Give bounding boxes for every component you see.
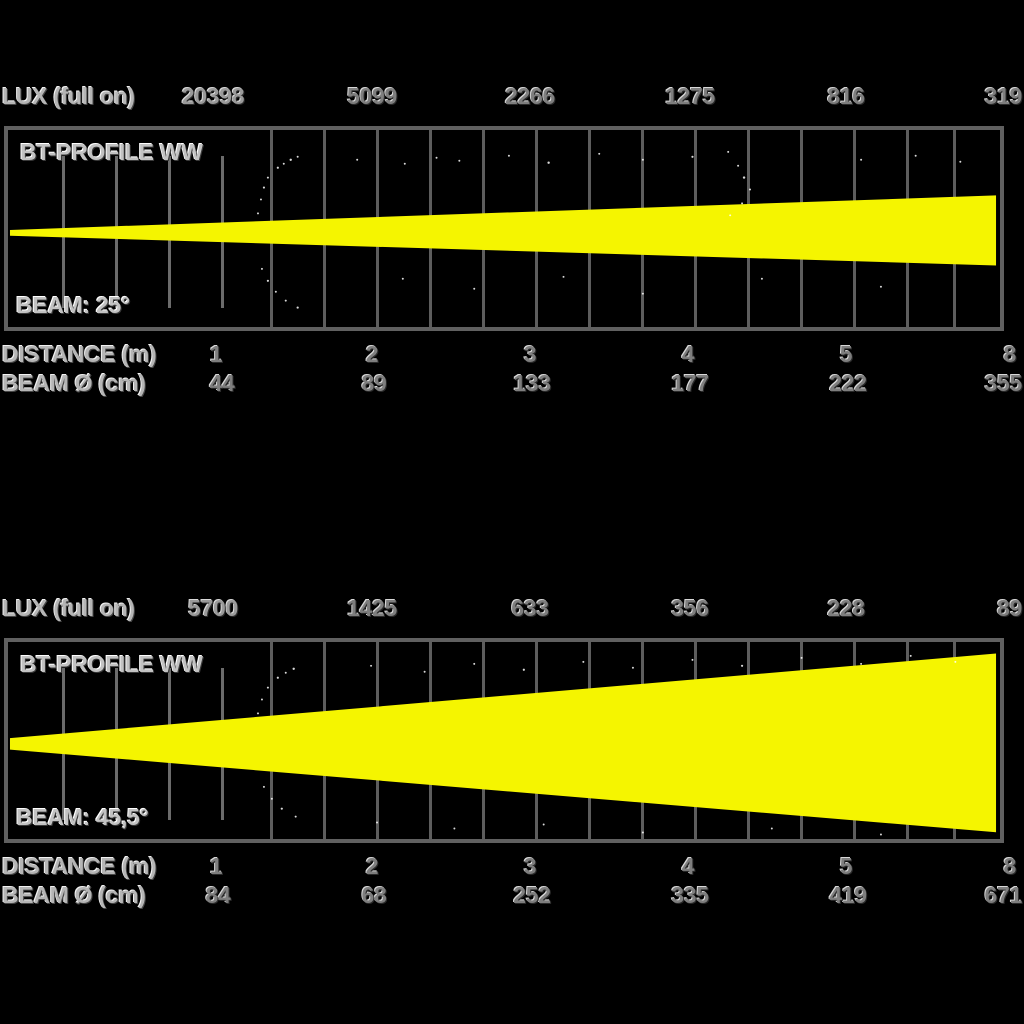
beam-diameter-value-8: 671 [984,882,1023,908]
beam-diameter-row: BEAM Ø (cm) 84 68 252 335 419 671 [0,882,1024,912]
distance-value-4: 4 [681,341,695,367]
lux-value-8m: 89 [997,595,1022,621]
beam-cone-25deg [9,195,997,266]
beam-diameter-row: BEAM Ø (cm) 44 89 133 177 222 355 [0,370,1024,400]
distance-value-5: 5 [839,341,853,367]
beam-diameter-value-2: 89 [361,370,387,396]
distance-value-8: 8 [1003,341,1017,367]
lux-value-5m: 816 [827,83,865,109]
lux-row-label: LUX (full on) [2,595,135,621]
distance-row: DISTANCE (m) 1 2 3 4 5 8 [0,341,1024,371]
lux-value-8m: 319 [984,83,1023,109]
lux-value-4m: 356 [671,595,709,621]
beam-diameter-value-4: 177 [671,370,709,396]
beam-cone-455deg [9,653,997,833]
beam-diameter-value-4: 335 [671,882,709,908]
distance-value-2: 2 [365,853,379,879]
distance-value-4: 4 [681,853,695,879]
model-caption: BT-PROFILE WW [20,651,203,677]
lux-value-3m: 2266 [505,83,555,109]
distance-row: DISTANCE (m) 1 2 3 4 5 8 [0,853,1024,883]
beam-angle-caption: BEAM: 45,5° [16,804,149,830]
beam-diameter-value-5: 222 [829,370,867,396]
beam-diameter-value-3: 133 [513,370,551,396]
lux-value-5m: 228 [827,595,865,621]
beam-plot-frame: BT-PROFILE WW BEAM: 45,5° [4,638,1004,843]
distance-value-1: 1 [209,853,223,879]
distance-value-2: 2 [365,341,379,367]
distance-value-8: 8 [1003,853,1017,879]
beam-diameter-value-8: 355 [984,370,1023,396]
beam-diameter-value-3: 252 [513,882,551,908]
beam-diameter-value-5: 419 [829,882,867,908]
beam-diameter-row-label: BEAM Ø (cm) [2,882,146,908]
lux-value-3m: 633 [511,595,549,621]
lux-value-1m: 20398 [181,83,245,109]
lux-row: LUX (full on) 5700 1425 633 356 228 89 [0,595,1024,625]
distance-value-5: 5 [839,853,853,879]
distance-value-3: 3 [523,341,537,367]
lux-value-4m: 1275 [665,83,715,109]
lux-value-1m: 5700 [188,595,238,621]
lux-row: LUX (full on) 20398 5099 2266 1275 816 3… [0,83,1024,113]
distance-row-label: DISTANCE (m) [2,341,157,367]
distance-value-3: 3 [523,853,537,879]
distance-row-label: DISTANCE (m) [2,853,157,879]
lux-row-label: LUX (full on) [2,83,135,109]
distance-value-1: 1 [209,341,223,367]
beam-diameter-value-1: 44 [209,370,235,396]
model-caption: BT-PROFILE WW [20,139,203,165]
beam-plot-frame: BT-PROFILE WW BEAM: 25° [4,126,1004,331]
beam-diameter-value-2: 68 [361,882,387,908]
beam-diameter-row-label: BEAM Ø (cm) [2,370,146,396]
beam-angle-caption: BEAM: 25° [16,292,130,318]
beam-diameter-value-1: 84 [205,882,231,908]
lux-value-2m: 5099 [347,83,397,109]
lux-value-2m: 1425 [347,595,397,621]
